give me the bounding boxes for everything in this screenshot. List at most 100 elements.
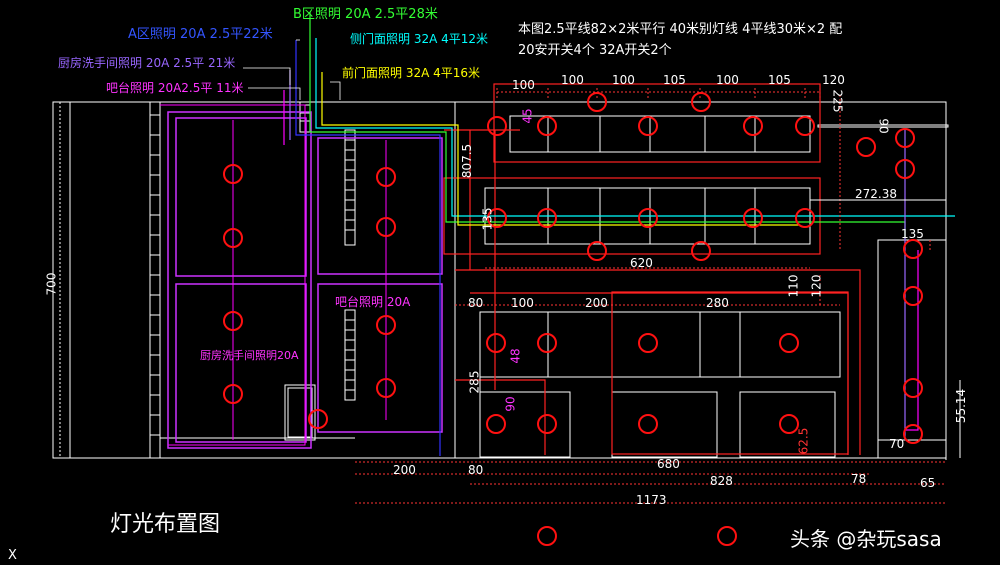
- light-fixture: [691, 241, 711, 261]
- light-fixture: [638, 208, 658, 228]
- light-fixture: [903, 424, 923, 444]
- light-fixture: [779, 333, 799, 353]
- dim-top-100b: 100: [561, 73, 584, 87]
- kitchen-label: 厨房洗手间照明 20A 2.5平 21米: [58, 56, 236, 70]
- window-ticks: [150, 104, 355, 436]
- kitchen-room-label: 厨房洗手间照明20A: [200, 349, 299, 362]
- dim-v-625: 62.5: [796, 427, 811, 455]
- light-fixtures: [223, 92, 923, 546]
- light-fixture: [376, 167, 396, 187]
- dim-top-105a: 105: [663, 73, 686, 87]
- dim-h-120: 120: [809, 274, 824, 298]
- light-fixture: [223, 228, 243, 248]
- light-fixture: [376, 217, 396, 237]
- light-fixture: [487, 208, 507, 228]
- bar-label: 吧台照明 20A2.5平 11米: [106, 81, 244, 95]
- light-fixture: [376, 378, 396, 398]
- dim-bot-65: 65: [920, 476, 936, 490]
- a-zone-feeder: [295, 40, 441, 456]
- light-fixture: [537, 208, 557, 228]
- dim-w-272: 272.38: [855, 187, 897, 201]
- dim-bot-1173: 1173: [636, 493, 667, 507]
- walls: [52, 101, 949, 460]
- dim-b-100: 100: [511, 296, 534, 310]
- light-fixture: [487, 116, 507, 136]
- dim-bot-680: 680: [657, 457, 680, 471]
- dim-side-90: 90: [876, 118, 891, 134]
- front-circuit: [443, 83, 861, 455]
- light-fixture: [743, 116, 763, 136]
- dim-left-700: 700: [44, 272, 59, 296]
- dim-top-105b: 105: [768, 73, 791, 87]
- dimension-white: [59, 102, 961, 458]
- front-door-label: 前门面照明 32A 4平16米: [342, 66, 481, 80]
- kitchen-circuit: [160, 104, 387, 446]
- dimension-lines: [355, 88, 946, 504]
- dim-w-70: 70: [889, 437, 905, 451]
- dim-side-225: 225: [830, 89, 845, 113]
- dim-v-5514: 55.14: [954, 388, 969, 424]
- notes-line-1: 本图2.5平线82×2米平行 40米别灯线 4平线30米×2 配: [518, 22, 843, 37]
- light-fixture: [308, 409, 328, 429]
- dim-side-807: 807.5: [460, 143, 475, 179]
- a-zone-label: A区照明 20A 2.5平22米: [128, 27, 273, 42]
- side-door-label: 侧门面照明 32A 4平12米: [350, 32, 489, 46]
- light-fixture: [537, 116, 557, 136]
- light-fixture: [903, 378, 923, 398]
- corner-mark: X: [8, 548, 17, 563]
- side-door-feeder: [315, 38, 955, 217]
- dim-bot-78: 78: [851, 472, 867, 486]
- dim-bot-80: 80: [468, 463, 484, 477]
- kitchen-zone-outline: [167, 111, 443, 449]
- dim-side-135: 135: [480, 207, 495, 231]
- front-door-feeder: [321, 72, 800, 226]
- light-fixture: [638, 333, 658, 353]
- light-fixture: [537, 526, 557, 546]
- light-fixture: [638, 414, 658, 434]
- dim-bot-828: 828: [710, 474, 733, 488]
- notes-line-2: 20安开关4个 32A开关2个: [518, 43, 672, 58]
- light-fixture: [903, 239, 923, 259]
- dim-b-280: 280: [706, 296, 729, 310]
- light-fixture: [895, 159, 915, 179]
- light-fixture: [587, 241, 607, 261]
- light-fixture: [895, 128, 915, 148]
- dim-side-45: 45: [520, 108, 535, 124]
- dim-v-90: 90: [503, 396, 518, 412]
- bar-room-label: 吧台照明 20A: [335, 295, 411, 309]
- leader-lines: [243, 39, 341, 100]
- light-fixture: [779, 414, 799, 434]
- light-fixture: [638, 116, 658, 136]
- dim-v-48: 48: [508, 348, 523, 364]
- dim-top-120: 120: [822, 73, 845, 87]
- light-fixture: [717, 526, 737, 546]
- light-fixture: [486, 414, 506, 434]
- light-fixture: [486, 333, 506, 353]
- dim-w-620: 620: [630, 256, 653, 270]
- light-fixture: [537, 414, 557, 434]
- light-fixture: [223, 384, 243, 404]
- dim-top-100a: 100: [512, 78, 535, 92]
- light-fixture: [691, 92, 711, 112]
- dim-b-80: 80: [468, 296, 484, 310]
- drawing-title: 灯光布置图: [110, 512, 221, 537]
- dim-bot-200: 200: [393, 463, 416, 477]
- light-fixture: [537, 333, 557, 353]
- light-fixture: [743, 208, 763, 228]
- dim-top-100c: 100: [612, 73, 635, 87]
- light-fixture: [223, 164, 243, 184]
- light-fixture: [903, 286, 923, 306]
- b-zone-label: B区照明 20A 2.5平28米: [293, 7, 438, 22]
- light-fixture: [795, 116, 815, 136]
- light-fixture: [856, 137, 876, 157]
- dim-w-135: 135: [901, 227, 924, 241]
- dim-v-285: 285: [467, 370, 482, 394]
- watermark: 头条 @杂玩sasa: [790, 527, 942, 551]
- light-fixture: [587, 92, 607, 112]
- dim-h-110: 110: [786, 274, 801, 298]
- dim-b-200: 200: [585, 296, 608, 310]
- light-fixture: [376, 315, 396, 335]
- light-fixture: [795, 208, 815, 228]
- light-fixture: [223, 311, 243, 331]
